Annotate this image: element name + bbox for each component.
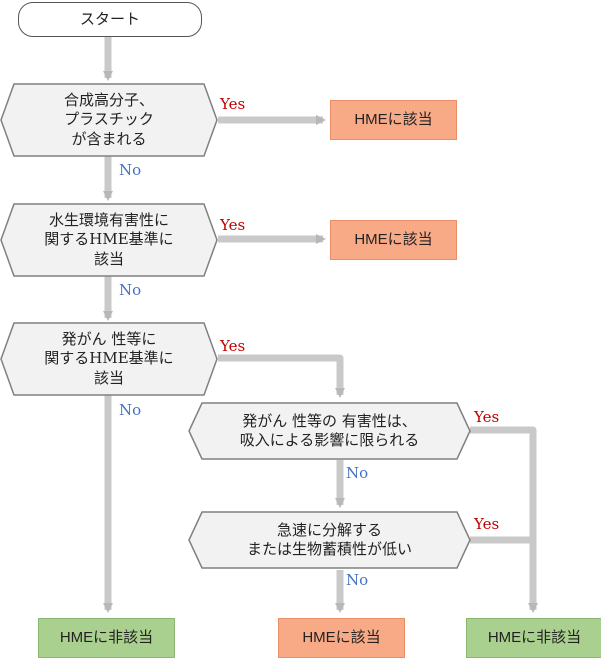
no-label-3: No [119, 401, 142, 419]
start-node: スタート [18, 2, 202, 37]
no-label-1: No [119, 161, 142, 179]
decision-carcinogenicity: 発がん 性等に 関するHME基準に 該当 [0, 322, 218, 396]
decision-synthetic-polymer: 合成高分子、 プラスチック が含まれる [0, 83, 218, 157]
decision-label: 合成高分子、 プラスチック が含まれる [63, 90, 154, 148]
hexagon-shape [188, 402, 471, 460]
result-label: HMEに非該当 [59, 629, 154, 647]
hexagon-shape [0, 322, 218, 396]
yes-label-2: Yes [220, 216, 246, 234]
hexagon-shape [0, 203, 218, 277]
result-label: HMEに該当 [302, 629, 381, 647]
no-label-2: No [119, 281, 142, 299]
edge-q3-yes [218, 354, 345, 398]
decision-label: 発がん 性等に 関するHME基準に 該当 [44, 329, 174, 387]
edge-q4-yes [470, 426, 538, 613]
decision-label: 急速に分解する または生物蓄積性が低い [246, 520, 412, 559]
result-non-hme-1: HMEに非該当 [38, 618, 175, 658]
yes-label-4: Yes [474, 408, 500, 426]
yes-label-3: Yes [220, 337, 246, 355]
result-non-hme-2: HMEに非該当 [466, 618, 601, 658]
result-hme-2: HMEに該当 [330, 220, 457, 260]
decision-aquatic-toxicity: 水生環境有害性に 関するHME基準に 該当 [0, 203, 218, 277]
result-label: HMEに非該当 [487, 629, 582, 647]
result-hme-3: HMEに該当 [278, 618, 405, 658]
decision-label: 水生環境有害性に 関するHME基準に 該当 [44, 210, 174, 268]
result-label: HMEに該当 [354, 231, 433, 249]
no-label-5: No [346, 571, 369, 589]
hexagon-shape [188, 511, 471, 569]
decision-label: 発がん 性等の 有害性は、 吸入による影響に限られる [239, 411, 420, 450]
start-label: スタート [79, 9, 140, 28]
no-label-4: No [346, 464, 369, 482]
hexagon-shape [0, 83, 218, 157]
result-label: HMEに該当 [354, 111, 433, 129]
result-hme-1: HMEに該当 [330, 100, 457, 140]
yes-label-5: Yes [474, 515, 500, 533]
decision-inhalation-only: 発がん 性等の 有害性は、 吸入による影響に限られる [188, 402, 471, 460]
decision-degradation: 急速に分解する または生物蓄積性が低い [188, 511, 471, 569]
yes-label-1: Yes [220, 95, 246, 113]
